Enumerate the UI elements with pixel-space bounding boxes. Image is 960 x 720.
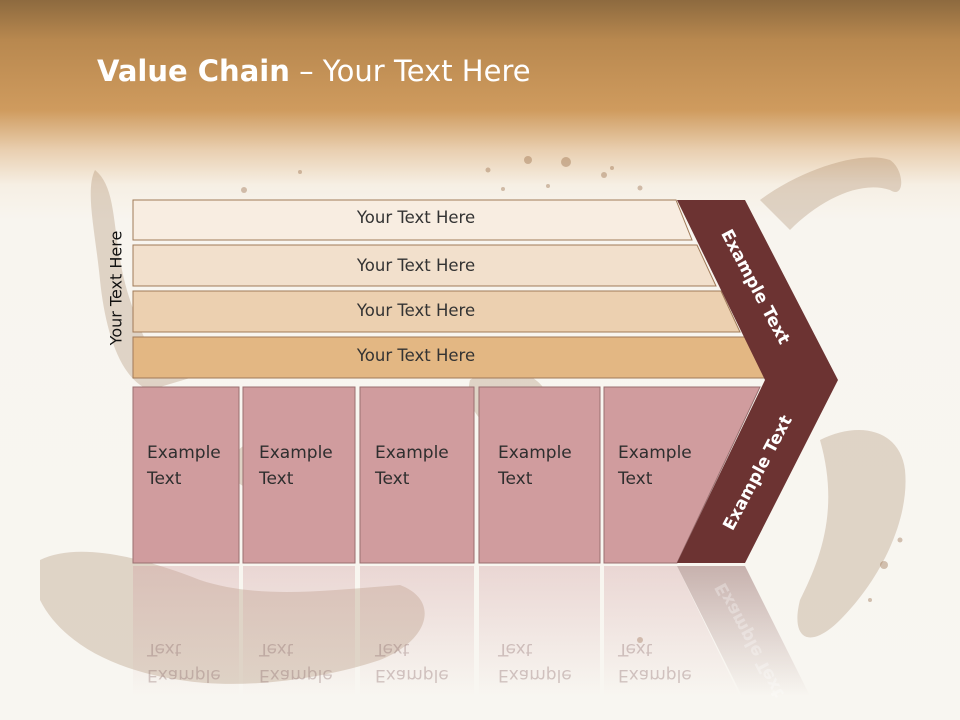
bar-1	[132, 199, 693, 241]
bar-1-label: Your Text Here	[356, 208, 476, 227]
cell-3	[359, 386, 475, 564]
bar-2-label: Your Text Here	[356, 256, 476, 275]
cell-2	[242, 386, 356, 564]
title-bold: Value Chain	[97, 54, 290, 88]
bar-4-label: Your Text Here	[356, 346, 476, 365]
bar-3	[132, 290, 741, 333]
cell-4	[478, 386, 601, 564]
reflection	[133, 566, 810, 696]
slide-title: Value Chain – Your Text Here	[97, 54, 531, 88]
title-rest: – Your Text Here	[289, 54, 531, 88]
cell-1	[132, 386, 240, 564]
bar-3-label: Your Text Here	[356, 301, 476, 320]
chevron-arrow	[677, 200, 838, 563]
bar-2	[132, 244, 717, 287]
